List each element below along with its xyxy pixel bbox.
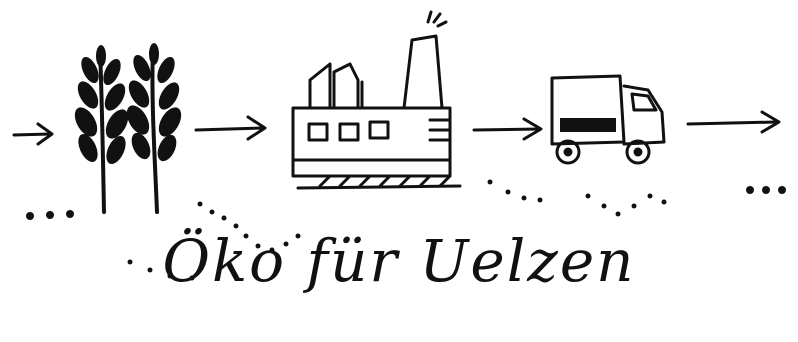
wheat-icon: [70, 43, 186, 212]
factory-icon: [293, 12, 460, 188]
arrow-out-icon: [688, 112, 779, 132]
caption-text: Öko für Uelzen: [0, 232, 798, 290]
arrow-2-icon: [474, 119, 541, 139]
truck-icon: [552, 76, 664, 163]
arrow-in-icon: [14, 124, 52, 144]
arrow-1-icon: [196, 117, 265, 139]
